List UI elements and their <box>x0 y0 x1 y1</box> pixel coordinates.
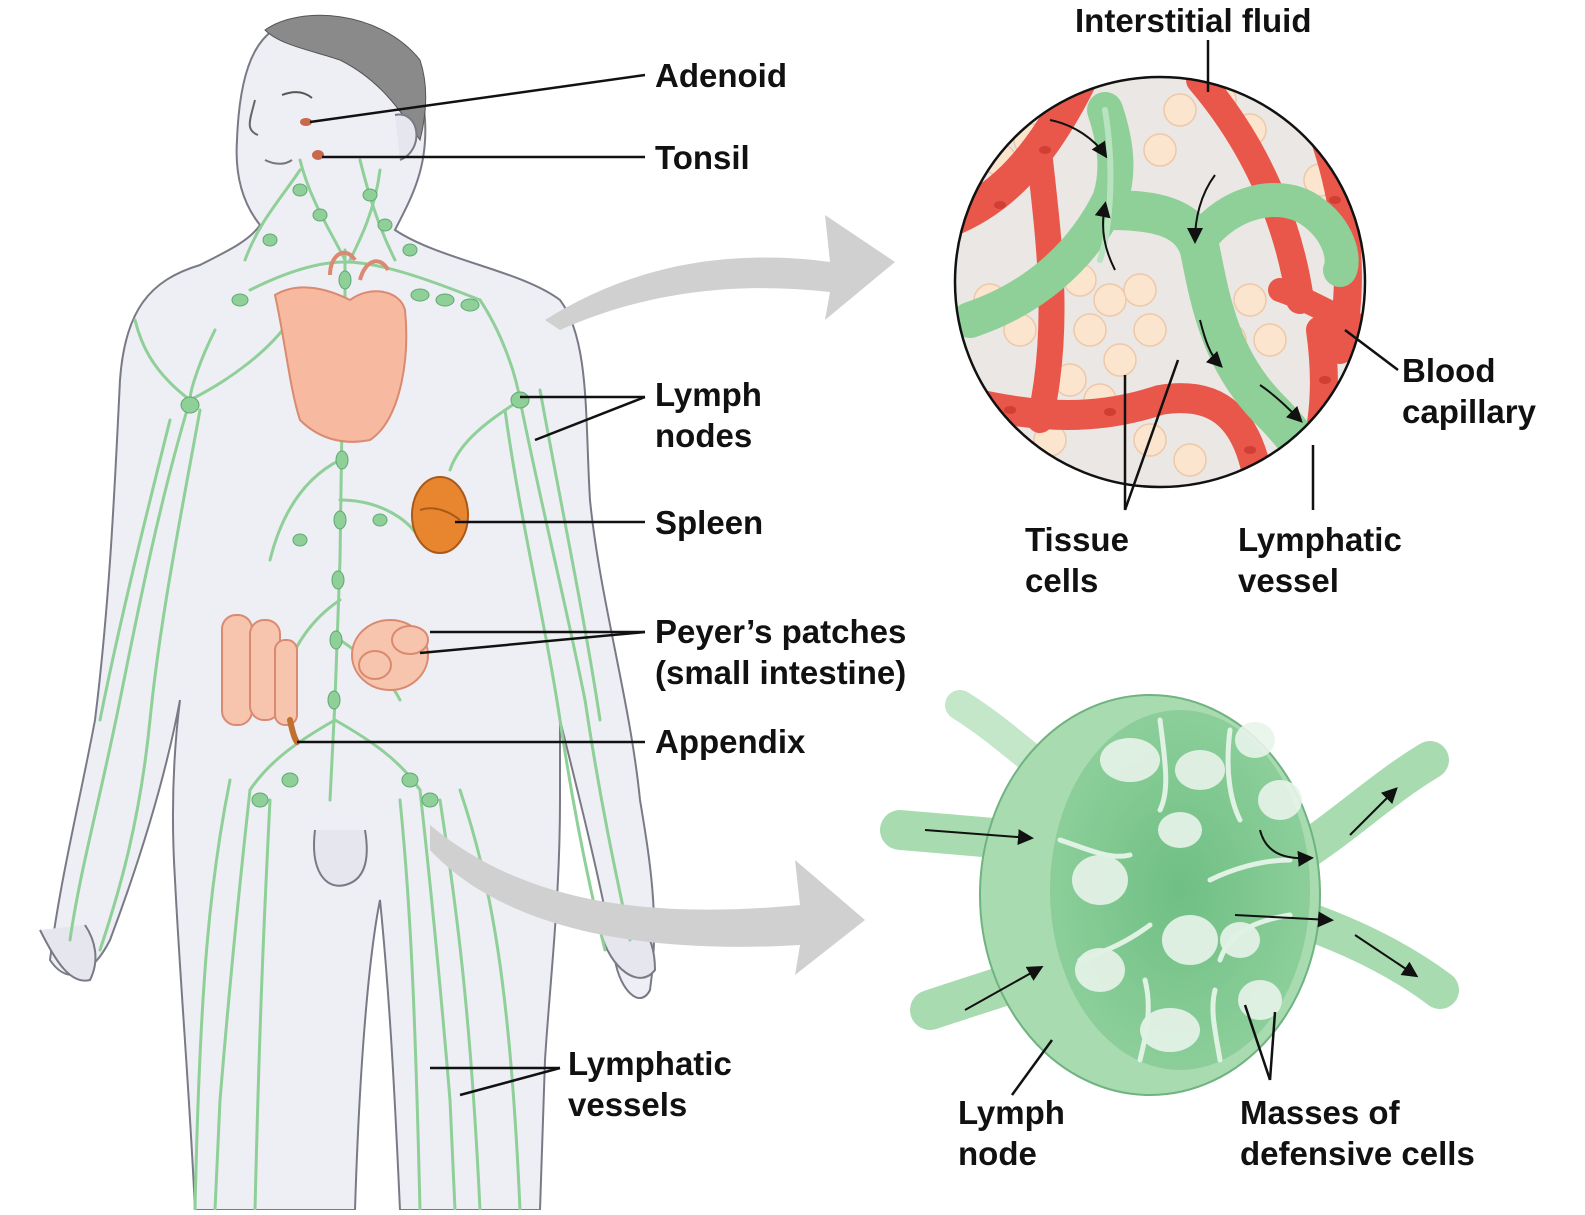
label-interstitial-fluid: Interstitial fluid <box>1075 0 1312 41</box>
label-lymph-nodes: Lymph nodes <box>655 374 762 456</box>
label-peyers-line1: Peyer’s patches <box>655 611 906 652</box>
label-lymph-nodes-line1: Lymph <box>655 374 762 415</box>
label-defensive-cells-line2: defensive cells <box>1240 1133 1475 1174</box>
label-lymphatic-vessel: Lymphatic vessel <box>1238 519 1402 601</box>
label-lymph-node-line1: Lymph <box>958 1092 1065 1133</box>
label-peyers-line2: (small intestine) <box>655 652 906 693</box>
label-peyers-patches: Peyer’s patches (small intestine) <box>655 611 906 693</box>
human-body <box>40 15 655 1210</box>
label-lymphatic-vessels: Lymphatic vessels <box>568 1043 732 1125</box>
label-lymph-node: Lymph node <box>958 1092 1065 1174</box>
spleen <box>412 477 468 553</box>
label-defensive-cells: Masses of defensive cells <box>1240 1092 1475 1174</box>
label-tissue-cells-line1: Tissue <box>1025 519 1129 560</box>
label-tissue-cells-line2: cells <box>1025 560 1129 601</box>
label-lymphatic-vessels-line2: vessels <box>568 1084 732 1125</box>
label-lymph-node-line2: node <box>958 1133 1065 1174</box>
label-blood-capillary-line1: Blood <box>1402 350 1536 391</box>
arrow-to-capillary-inset <box>545 215 895 330</box>
lymph-node-inset <box>900 695 1440 1095</box>
label-lymphatic-vessels-line1: Lymphatic <box>568 1043 732 1084</box>
label-lymphatic-vessel-line2: vessel <box>1238 560 1402 601</box>
label-lymph-nodes-line2: nodes <box>655 415 762 456</box>
label-tonsil: Tonsil <box>655 137 750 178</box>
label-lymphatic-vessel-line1: Lymphatic <box>1238 519 1402 560</box>
body-silhouette <box>50 18 654 1210</box>
label-blood-capillary: Blood capillary <box>1402 350 1536 432</box>
label-tissue-cells: Tissue cells <box>1025 519 1129 601</box>
label-appendix: Appendix <box>655 721 805 762</box>
label-defensive-cells-line1: Masses of <box>1240 1092 1475 1133</box>
label-adenoid: Adenoid <box>655 55 787 96</box>
tonsil <box>312 150 324 160</box>
label-blood-capillary-line2: capillary <box>1402 391 1536 432</box>
capillary-inset <box>950 77 1370 500</box>
pelvis-outline <box>314 830 367 886</box>
label-spleen: Spleen <box>655 502 763 543</box>
left-hand <box>40 925 95 981</box>
small-intestine <box>352 620 428 690</box>
